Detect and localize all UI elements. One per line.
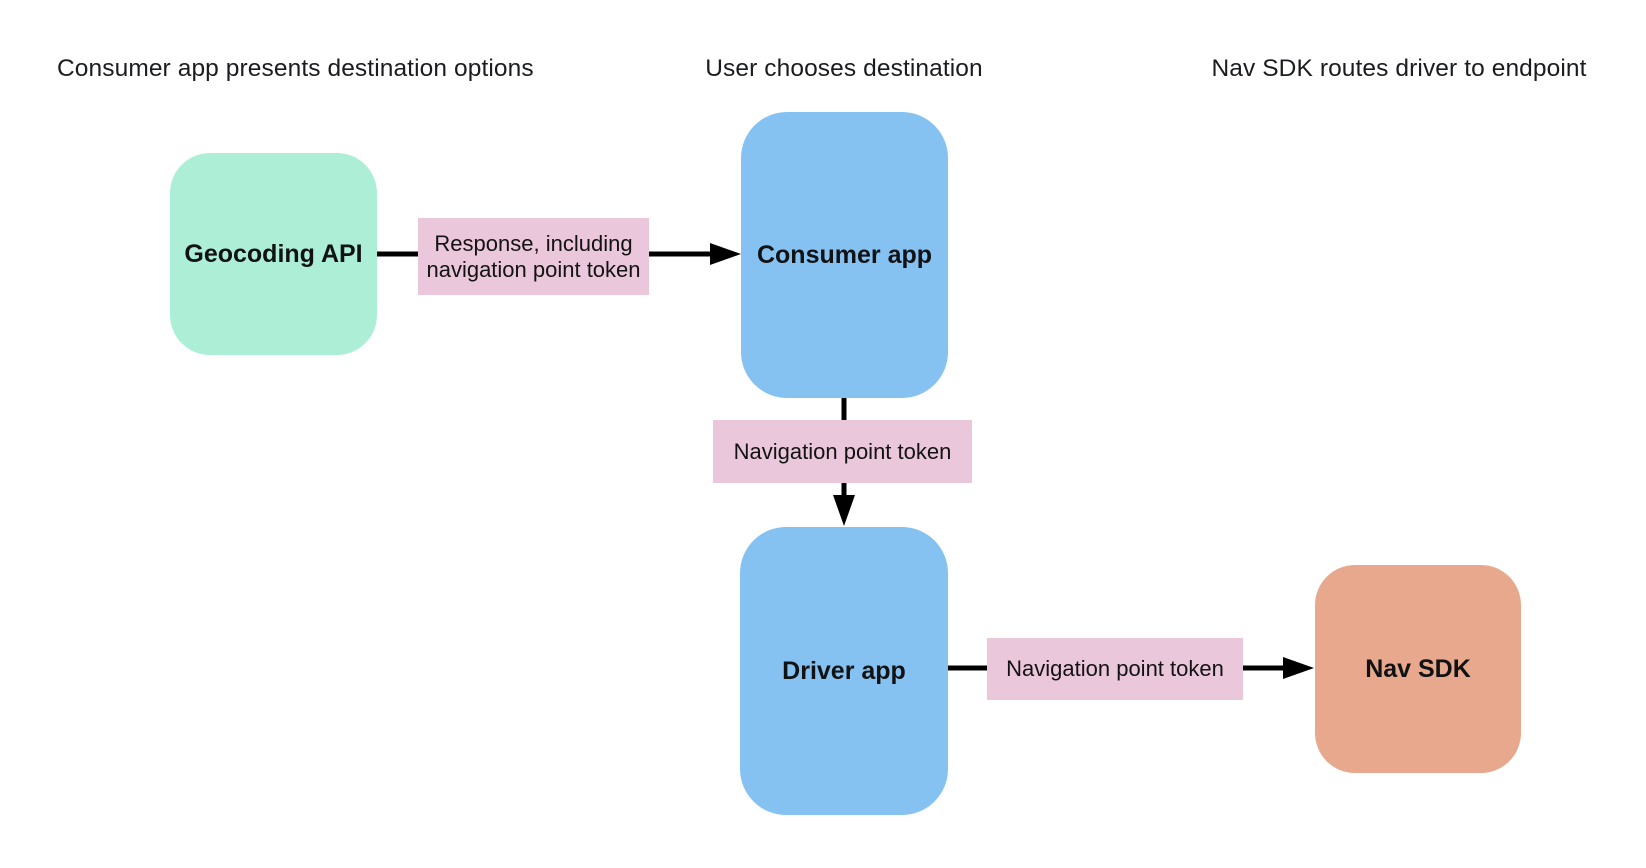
node-geocoding-api: Geocoding API — [170, 153, 377, 355]
edge-label-response-including-token: Response, including navigation point tok… — [418, 218, 649, 295]
edge-label-navigation-point-token-1: Navigation point token — [713, 420, 972, 483]
node-nav-sdk: Nav SDK — [1315, 565, 1521, 773]
node-driver-app: Driver app — [740, 527, 948, 815]
stage-header-user-chooses: User chooses destination — [705, 55, 983, 82]
edge-label-navigation-point-token-2: Navigation point token — [987, 638, 1243, 700]
stage-header-navsdk-routes: Nav SDK routes driver to endpoint — [1211, 55, 1587, 82]
stage-header-consumer-presents: Consumer app presents destination option… — [57, 55, 534, 82]
node-consumer-app: Consumer app — [741, 112, 948, 398]
